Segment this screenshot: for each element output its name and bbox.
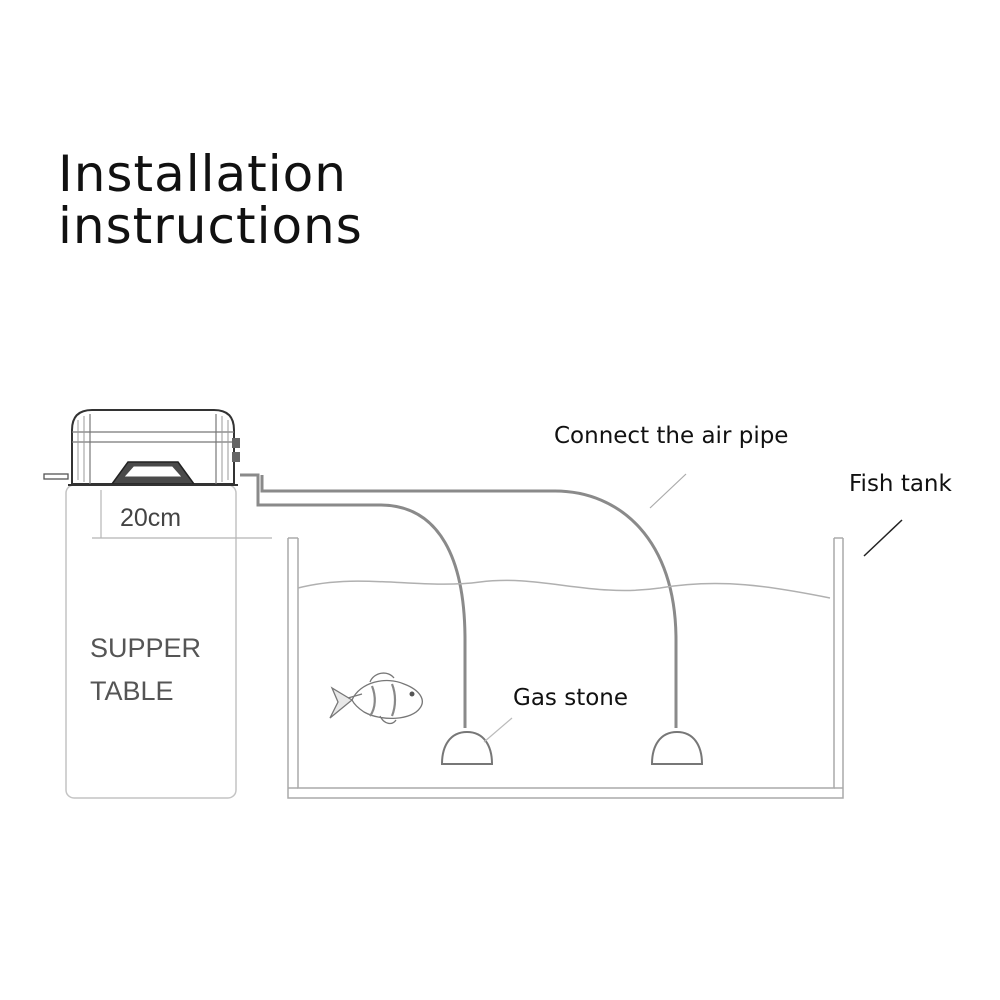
page-title: Installation instructions (58, 148, 363, 252)
fish-tank-label: Fish tank (849, 471, 953, 497)
table-label-line-1: SUPPER (90, 633, 201, 663)
supper-table: SUPPER TABLE (65, 484, 237, 799)
title-line-2: instructions (58, 197, 363, 255)
air-pipe-label: Connect the air pipe (554, 423, 788, 449)
air-pipe-leader (649, 473, 687, 509)
gas-stone-left (440, 730, 494, 765)
gas-stone-label: Gas stone (513, 685, 628, 711)
fish-tank-leader (863, 519, 903, 557)
distance-marker: 20cm (92, 490, 272, 539)
gas-stone-right (650, 730, 704, 765)
air-pump (43, 409, 240, 486)
distance-label: 20cm (120, 504, 181, 532)
gas-stone-leader (483, 717, 513, 743)
water-surface (297, 579, 831, 599)
title-line-1: Installation (58, 145, 347, 203)
table-label-line-2: TABLE (90, 676, 174, 706)
air-pipe (240, 473, 678, 728)
fish-icon (329, 672, 423, 725)
fish-tank (287, 537, 844, 799)
